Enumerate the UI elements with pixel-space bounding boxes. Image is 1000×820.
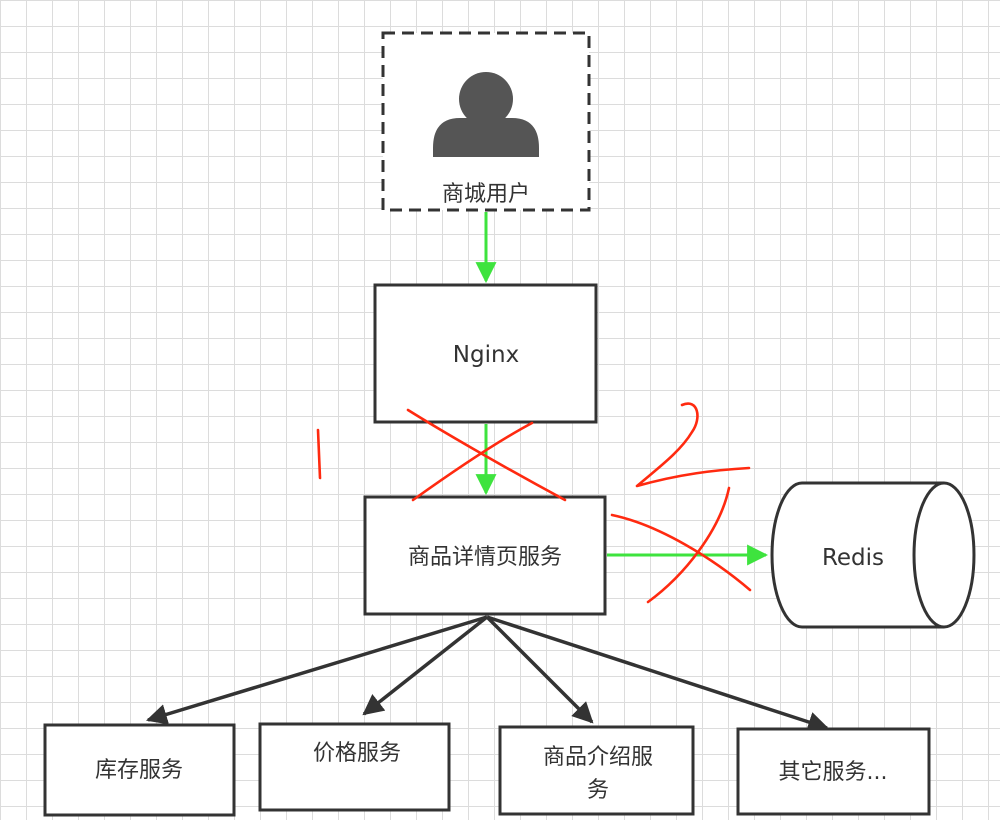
intro-service-border	[498, 725, 695, 816]
intro-service-node: 商品介绍服 务	[498, 725, 695, 816]
arrow-to-other	[486, 615, 829, 733]
red-annotations	[316, 402, 752, 604]
redis-cylinder-end	[912, 481, 945, 629]
arrow-to-intro	[485, 615, 594, 724]
red-number-2	[635, 402, 751, 488]
detail-service-border	[363, 495, 607, 616]
stock-service-border	[43, 723, 236, 817]
nginx-label: Nginx	[453, 342, 519, 368]
detail-service-node: 商品详情页服务	[363, 495, 607, 616]
arrow-to-stock	[145, 615, 488, 725]
red-tick-mark	[316, 428, 322, 480]
price-service-node: 价格服务	[258, 722, 451, 812]
stock-service-node: 库存服务	[43, 723, 236, 817]
price-service-border	[258, 722, 451, 812]
user-icon	[433, 72, 539, 157]
nginx-node-border	[373, 283, 598, 424]
service-arrows	[145, 615, 829, 733]
stock-service-label: 库存服务	[95, 758, 183, 783]
price-service-label: 价格服务	[313, 741, 401, 766]
red-cross-stroke-4	[646, 486, 731, 604]
arrow-to-price	[362, 615, 489, 716]
red-cross-stroke-2	[411, 421, 534, 502]
intro-service-label-line2: 务	[587, 778, 609, 803]
other-service-label: 其它服务...	[779, 760, 888, 785]
red-cross-stroke-1	[406, 408, 567, 502]
user-label: 商城用户	[442, 182, 530, 207]
detail-service-label: 商品详情页服务	[408, 545, 562, 570]
redis-node: Redis	[770, 481, 976, 629]
other-service-border	[736, 727, 931, 816]
red-cross-stroke-3	[610, 513, 752, 592]
redis-label: Redis	[822, 545, 884, 571]
intro-service-label-line1: 商品介绍服	[543, 745, 653, 770]
nginx-node: Nginx	[373, 283, 598, 424]
user-node: 商城用户	[381, 31, 591, 212]
other-service-node: 其它服务...	[736, 727, 931, 816]
